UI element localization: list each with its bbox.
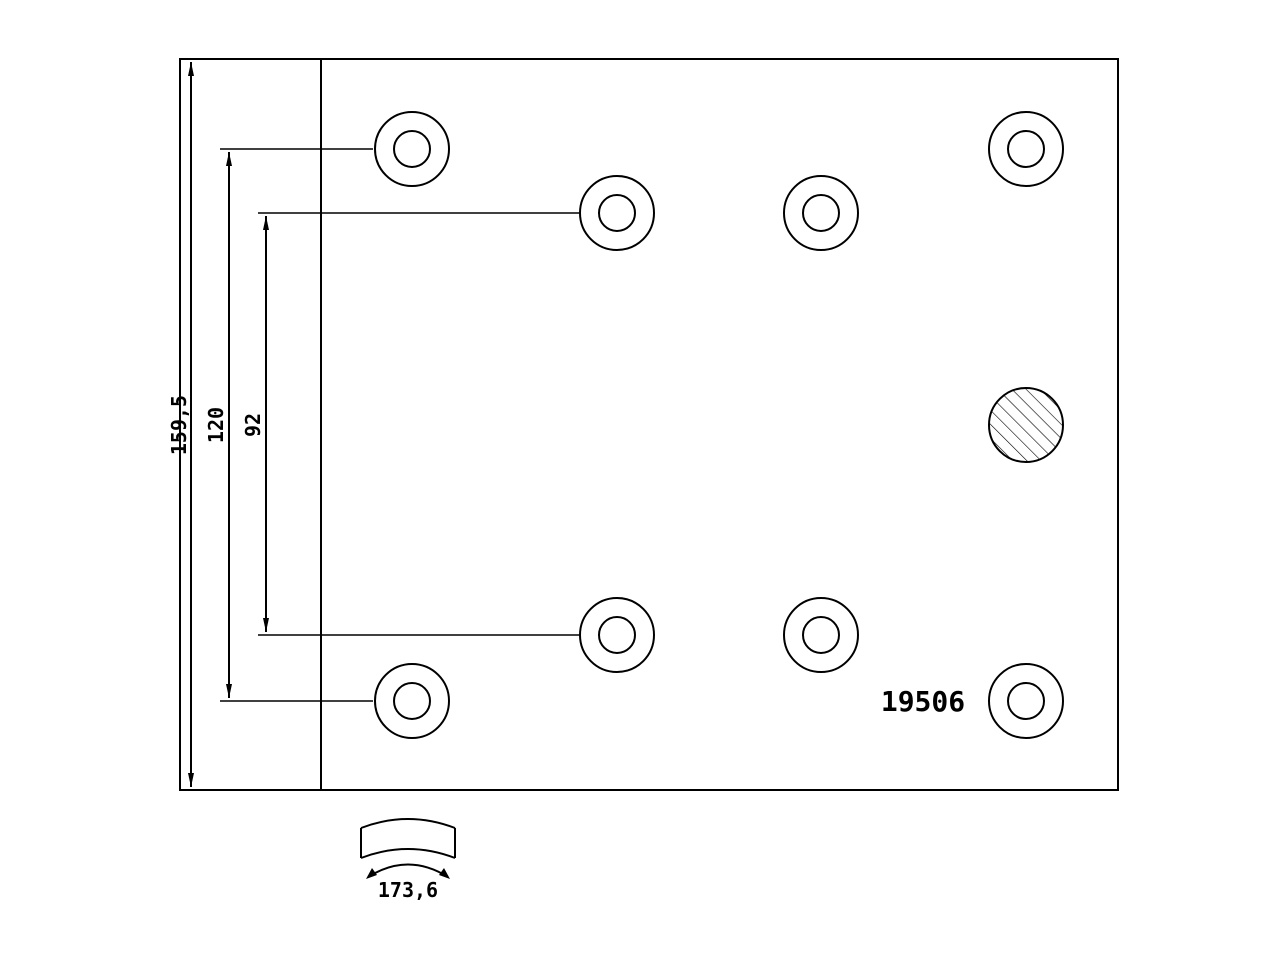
rivet-hole — [783, 175, 859, 251]
rivet-hole — [579, 597, 655, 673]
rivet-hole — [579, 175, 655, 251]
rivet-hole — [988, 663, 1064, 739]
overall-height-dimension: 159,5 — [167, 62, 194, 787]
rivet-hole — [374, 663, 450, 739]
inner-rivet-span-label: 92 — [241, 413, 265, 437]
outer-rivet-span-dimension: 120 — [204, 148, 373, 702]
overall-height-label: 159,5 — [167, 395, 191, 455]
rivet-hole — [988, 111, 1064, 187]
outer-rivet-span-label: 120 — [204, 407, 228, 443]
plate-outline — [179, 58, 1119, 791]
rivet-hole — [374, 111, 450, 187]
arc-length-label: 173,6 — [378, 878, 438, 902]
rivet-hole — [783, 597, 859, 673]
part-number: 19506 — [881, 685, 965, 718]
inner-rivet-span-dimension: 92 — [241, 212, 580, 636]
hatched-hole — [988, 387, 1064, 463]
arc-length-symbol: 173,6 — [360, 818, 456, 902]
